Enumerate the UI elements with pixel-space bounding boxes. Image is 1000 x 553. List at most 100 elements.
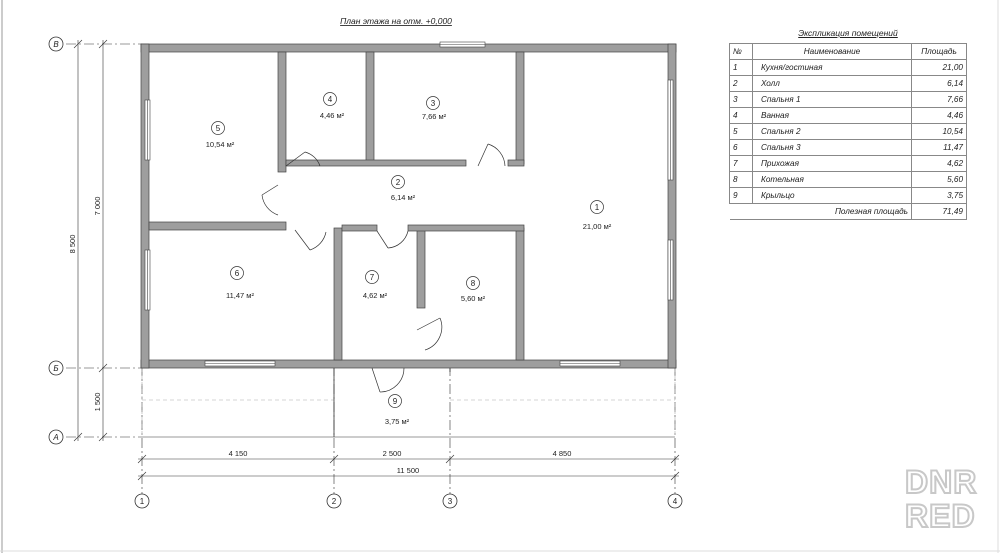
cell-n: 2 [729,75,753,92]
dimension-bottom-3: 4 850 [553,449,572,458]
svg-text:2: 2 [332,497,337,506]
dimension-bottom-total: 11 500 [397,466,419,475]
axis-marker-v: В [48,36,64,52]
room-label-5: 5 10,54 м² [206,121,235,149]
svg-text:7,66 м²: 7,66 м² [422,112,447,121]
cell-n: 6 [729,139,753,156]
svg-text:1: 1 [595,203,600,212]
cell-name: Котельная [752,171,912,188]
dimension-bottom-2: 2 500 [383,449,402,458]
cell-name: Спальня 1 [752,91,912,108]
svg-text:11,47 м²: 11,47 м² [226,291,254,300]
axis-marker-2: 2 [326,493,342,509]
cell-name: Спальня 3 [752,139,912,156]
walls [140,43,677,369]
svg-text:4: 4 [328,95,333,104]
svg-text:Б: Б [53,364,58,373]
table-header-row: № Наименование Площадь [729,43,967,60]
total-value: 71,49 [911,203,967,220]
svg-text:3,75 м²: 3,75 м² [385,417,410,426]
room-label-3: 3 7,66 м² [422,96,447,121]
windows [144,41,674,367]
header-area: Площадь [911,43,967,60]
cell-area: 3,75 [911,187,967,204]
cell-name: Холл [752,75,912,92]
svg-text:9: 9 [393,397,398,406]
cell-area: 21,00 [911,59,967,76]
cell-name: Прихожая [752,155,912,172]
svg-text:1: 1 [140,497,145,506]
total-label: Полезная площадь [729,203,912,220]
svg-text:А: А [52,433,58,442]
room-label-7: 7 4,62 м² [363,270,388,300]
cell-area: 6,14 [911,75,967,92]
cell-n: 7 [729,155,753,172]
svg-text:7: 7 [370,273,375,282]
room-label-9: 9 3,75 м² [385,394,410,426]
cell-name: Спальня 2 [752,123,912,140]
svg-text:3: 3 [431,99,436,108]
cell-name: Крыльцо [752,187,912,204]
svg-text:21,00 м²: 21,00 м² [583,222,612,231]
cell-n: 1 [729,59,753,76]
svg-text:3: 3 [448,497,453,506]
cell-n: 9 [729,187,753,204]
room-label-6: 6 11,47 м² [226,266,254,300]
cell-name: Ванная [752,107,912,124]
svg-text:5: 5 [216,124,221,133]
cell-area: 10,54 [911,123,967,140]
axis-marker-a: А [48,429,64,445]
dimension-left-total: 8 500 [68,235,77,254]
porch-outline [141,368,676,437]
room-label-1: 1 21,00 м² [583,200,612,231]
svg-text:4,62 м²: 4,62 м² [363,291,388,300]
svg-text:В: В [53,40,59,49]
room-label-8: 8 5,60 м² [461,276,486,303]
cell-n: 4 [729,107,753,124]
explication-title: Экспликация помещений [798,28,898,38]
cell-area: 4,62 [911,155,967,172]
dnr-red-watermark-logo: DNR RED [904,464,978,534]
axis-marker-4: 4 [667,493,683,509]
room-label-2: 2 6,14 м² [391,175,416,202]
svg-text:6,14 м²: 6,14 м² [391,193,416,202]
axis-marker-b: Б [48,360,64,376]
svg-text:8: 8 [471,279,476,288]
cell-area: 11,47 [911,139,967,156]
cell-n: 5 [729,123,753,140]
axis-marker-3: 3 [442,493,458,509]
dimension-bottom-1: 4 150 [229,449,248,458]
room-explication: Экспликация помещений № Наименование Пло… [729,28,967,220]
svg-text:10,54 м²: 10,54 м² [206,140,235,149]
svg-text:5,60 м²: 5,60 м² [461,294,486,303]
doors [261,143,506,393]
dimension-left-lower: 1 500 [93,393,102,412]
cell-area: 4,46 [911,107,967,124]
svg-text:4: 4 [673,497,678,506]
cell-area: 5,60 [911,171,967,188]
dimension-left-upper: 7 000 [93,197,102,216]
axis-marker-1: 1 [134,493,150,509]
svg-text:2: 2 [396,178,401,187]
cell-name: Кухня/гостиная [752,59,912,76]
plan-title: План этажа на отм. +0,000 [340,16,452,26]
svg-text:4,46 м²: 4,46 м² [320,111,345,120]
header-name: Наименование [752,43,912,60]
cell-n: 3 [729,91,753,108]
cell-area: 7,66 [911,91,967,108]
cell-n: 8 [729,171,753,188]
header-number: № [729,43,753,60]
svg-text:6: 6 [235,269,240,278]
room-label-4: 4 4,46 м² [320,92,345,120]
